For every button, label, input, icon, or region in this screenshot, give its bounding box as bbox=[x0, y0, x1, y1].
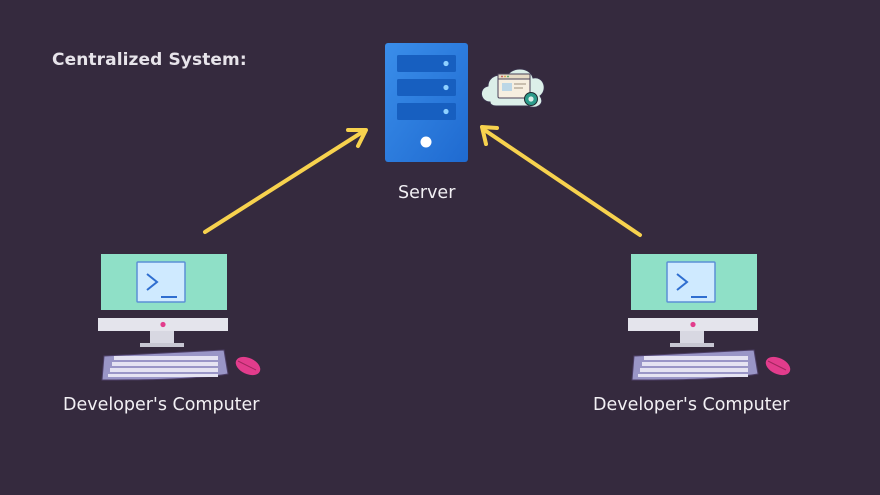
desktop-computer-icon bbox=[98, 254, 261, 381]
developer-computer-label-left: Developer's Computer bbox=[63, 395, 260, 415]
diagram-title: Centralized System: bbox=[52, 50, 247, 70]
arrow-left-to-server bbox=[203, 128, 368, 234]
developer-computer-right bbox=[628, 254, 791, 381]
arrow-right-to-server bbox=[480, 125, 642, 237]
developer-computer-left bbox=[98, 254, 261, 381]
developer-computer-label-right: Developer's Computer bbox=[593, 395, 790, 415]
desktop-computer-icon bbox=[628, 254, 791, 381]
server-label: Server bbox=[398, 183, 456, 203]
cloud-browser-icon bbox=[481, 68, 545, 108]
server-icon bbox=[385, 43, 468, 162]
